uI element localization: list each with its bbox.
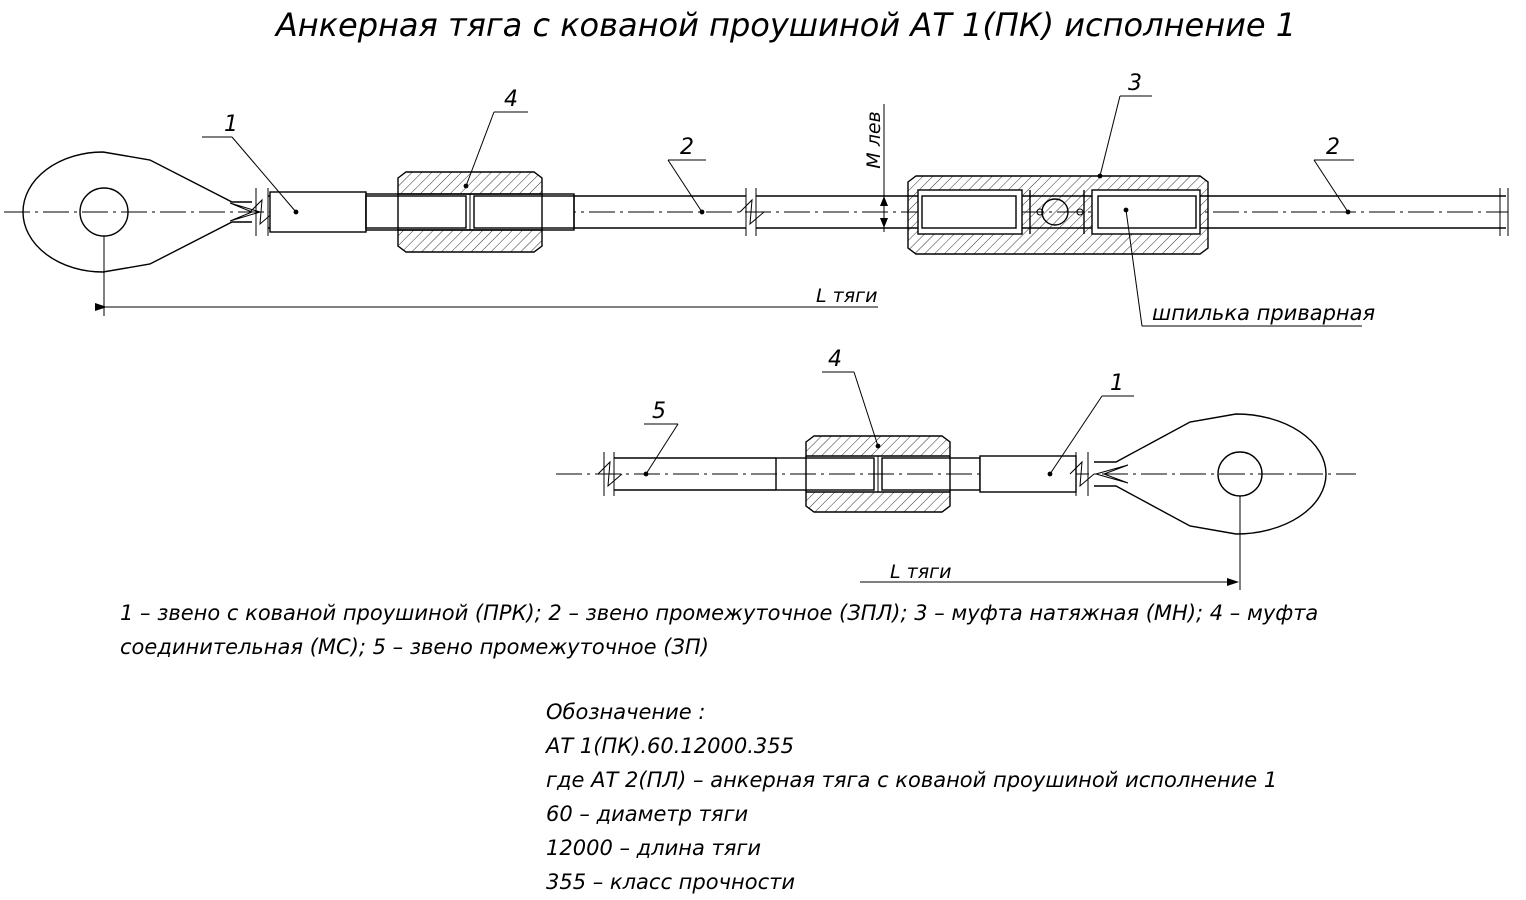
callout-3: 3 — [1128, 71, 1142, 96]
designation-diameter: 60 – диаметр тяги — [546, 802, 749, 826]
callout-1-bottom: 1 — [1110, 371, 1124, 396]
length-label-top: L тяги — [816, 285, 877, 307]
break-mark — [597, 452, 623, 496]
callout-2-top-left: 2 — [680, 135, 694, 160]
legend-line-1: 1 – звено с кованой проушиной (ПРК); 2 –… — [120, 601, 1319, 625]
designation-class: 355 – класс прочности — [546, 870, 795, 894]
thread-label: М лев — [863, 111, 885, 168]
callout-4-top: 4 — [504, 87, 518, 112]
callout-1-top: 1 — [224, 112, 238, 137]
stud-label: шпилька приварная — [1152, 301, 1375, 325]
forged-eye-bottom — [1094, 413, 1327, 535]
callout-4-bottom: 4 — [828, 347, 842, 372]
top-assembly: М лев L тяги шпилька приварная 1 4 2 3 — [4, 71, 1509, 327]
designation-where: где АТ 2(ПЛ) – анкерная тяга с кованой п… — [546, 768, 1278, 792]
legend-line-2: соединительная (МС); 5 – звено промежуто… — [120, 635, 709, 659]
bottom-assembly: L тяги 5 4 1 — [556, 347, 1356, 590]
length-label-bottom: L тяги — [890, 561, 951, 583]
drawing-title: Анкерная тяга с кованой проушиной АТ 1(П… — [274, 6, 1296, 44]
designation-length: 12000 – длина тяги — [546, 836, 762, 860]
designation-code: АТ 1(ПК).60.12000.355 — [546, 734, 794, 758]
designation-heading: Обозначение : — [546, 700, 706, 724]
break-mark — [1069, 452, 1095, 496]
designation-block: Обозначение : АТ 1(ПК).60.12000.355 где … — [546, 695, 1446, 899]
callout-5: 5 — [652, 399, 666, 424]
tension-coupling — [907, 175, 1209, 255]
coupling-sleeve-top — [365, 171, 575, 253]
callout-2-top-right: 2 — [1326, 135, 1340, 160]
forged-eye-top — [22, 151, 262, 273]
parts-legend: 1 – звено с кованой проушиной (ПРК); 2 –… — [120, 596, 1380, 664]
